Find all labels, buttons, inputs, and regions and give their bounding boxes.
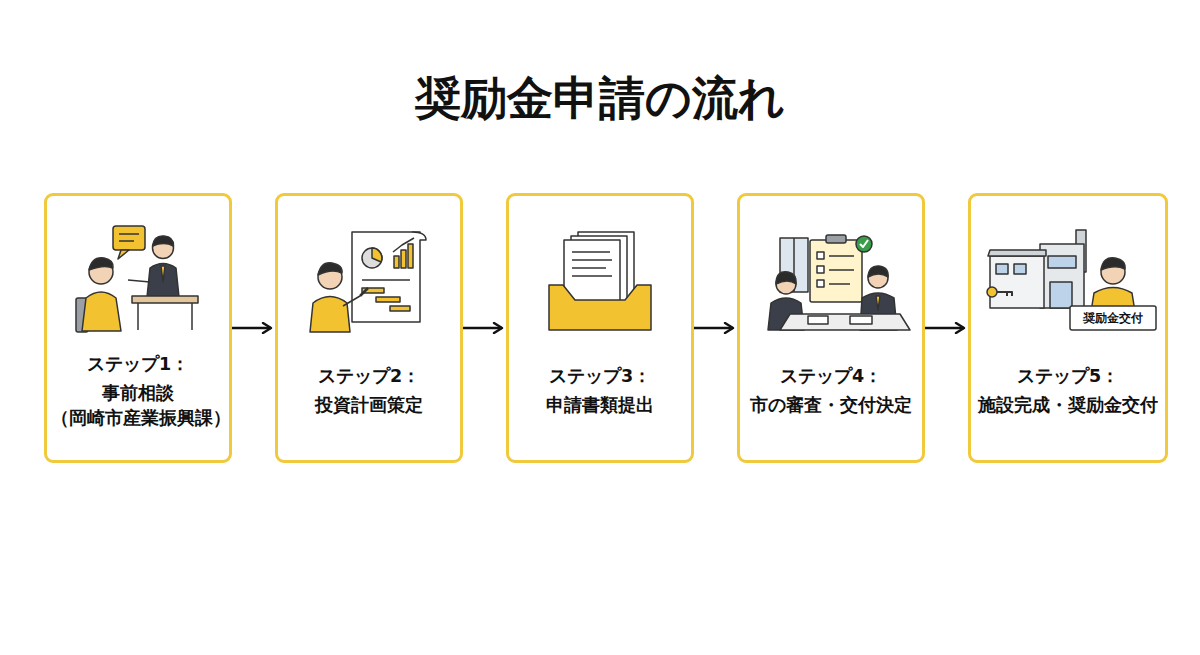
step-description: 申請書類提出 <box>513 393 687 418</box>
diagram-title: 奨励金申請の流れ <box>0 68 1200 128</box>
step-text-area: ステップ5： 施設完成・奨励金交付 <box>975 336 1161 446</box>
step-box: ステップ2： 投資計画策定 <box>275 193 463 463</box>
step-text-area: ステップ4： 市の審査・交付決定 <box>744 336 918 446</box>
flow-arrow <box>463 327 502 330</box>
step-description: 事前相談 （岡崎市産業振興課） <box>51 381 225 431</box>
step-number: ステップ3： <box>513 364 687 389</box>
step-number: ステップ5： <box>975 364 1161 389</box>
step-box: ステップ1： 事前相談 （岡崎市産業振興課） <box>44 193 232 463</box>
step-description: 投資計画策定 <box>282 393 456 418</box>
flow-arrow <box>232 327 271 330</box>
step-number: ステップ4： <box>744 364 918 389</box>
step-box: ステップ4： 市の審査・交付決定 <box>737 193 925 463</box>
sign-text: 奨励金交付 <box>1070 306 1156 330</box>
flow-arrow <box>694 327 733 330</box>
step-description: 市の審査・交付決定 <box>744 393 918 418</box>
step-description: 施設完成・奨励金交付 <box>975 393 1161 418</box>
step-text-area: ステップ3： 申請書類提出 <box>513 336 687 446</box>
step-text-area: ステップ2： 投資計画策定 <box>282 336 456 446</box>
step-box: ステップ5： 施設完成・奨励金交付 <box>968 193 1168 463</box>
step-number: ステップ1： <box>51 352 225 377</box>
step-box: ステップ3： 申請書類提出 <box>506 193 694 463</box>
step-number: ステップ2： <box>282 364 456 389</box>
step-text-area: ステップ1： 事前相談 （岡崎市産業振興課） <box>51 336 225 446</box>
flow-arrow <box>925 327 964 330</box>
